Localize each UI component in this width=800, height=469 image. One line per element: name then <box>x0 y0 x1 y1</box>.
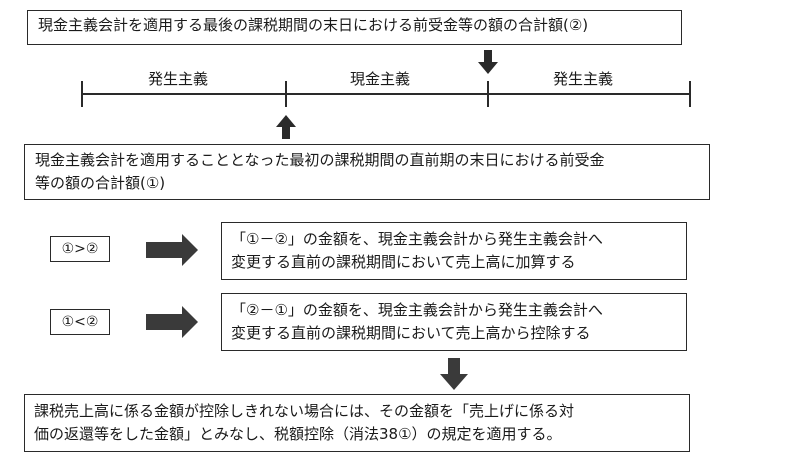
bottom-box-line2: 価の返還等をした金額」とみなし、税額控除（消法38①）の規定を適用する。 <box>34 425 562 444</box>
mid-box: 現金主義会計を適用することとなった最初の課税期間の直前期の末日における前受金 等… <box>24 144 710 200</box>
condition-result-2-line1: 「②－①」の金額を、現金主義会計から発生主義会計へ <box>231 301 603 319</box>
mid-box-line1: 現金主義会計を適用することとなった最初の課税期間の直前期の末日における前受金 <box>35 151 605 169</box>
bottom-box: 課税売上高に係る金額が控除しきれない場合には、その金額を「売上げに係る対 価の返… <box>24 394 690 452</box>
condition-label-2: ①<② <box>50 309 110 335</box>
condition-label-1: ①>② <box>50 236 110 262</box>
condition-result-2: 「②－①」の金額を、現金主義会計から発生主義会計へ 変更する直前の課税期間におい… <box>221 293 687 351</box>
segment-label-1: 発生主義 <box>148 70 209 88</box>
condition-result-1-line1: 「①－②」の金額を、現金主義会計から発生主義会計へ <box>231 230 603 248</box>
down-arrow-top <box>478 50 498 74</box>
up-arrow-mid <box>276 115 296 139</box>
condition-result-1: 「①－②」の金額を、現金主義会計から発生主義会計へ 変更する直前の課税期間におい… <box>221 222 687 280</box>
condition-result-2-line2: 変更する直前の課税期間において売上高から控除する <box>231 324 591 343</box>
down-arrow-bottom <box>440 358 468 390</box>
right-arrow-2 <box>146 306 198 338</box>
right-arrow-1 <box>146 234 198 266</box>
segment-label-3: 発生主義 <box>553 70 614 88</box>
condition-result-1-line2: 変更する直前の課税期間において売上高に加算する <box>231 253 576 272</box>
top-box: 現金主義会計を適用する最後の課税期間の末日における前受金等の額の合計額(②) <box>27 10 682 45</box>
segment-label-2: 現金主義 <box>350 70 411 88</box>
bottom-box-line1: 課税売上高に係る金額が控除しきれない場合には、その金額を「売上げに係る対 <box>34 402 575 420</box>
mid-box-line2: 等の額の合計額(①) <box>35 173 166 192</box>
top-box-text: 現金主義会計を適用する最後の課税期間の末日における前受金等の額の合計額(②) <box>38 16 589 34</box>
